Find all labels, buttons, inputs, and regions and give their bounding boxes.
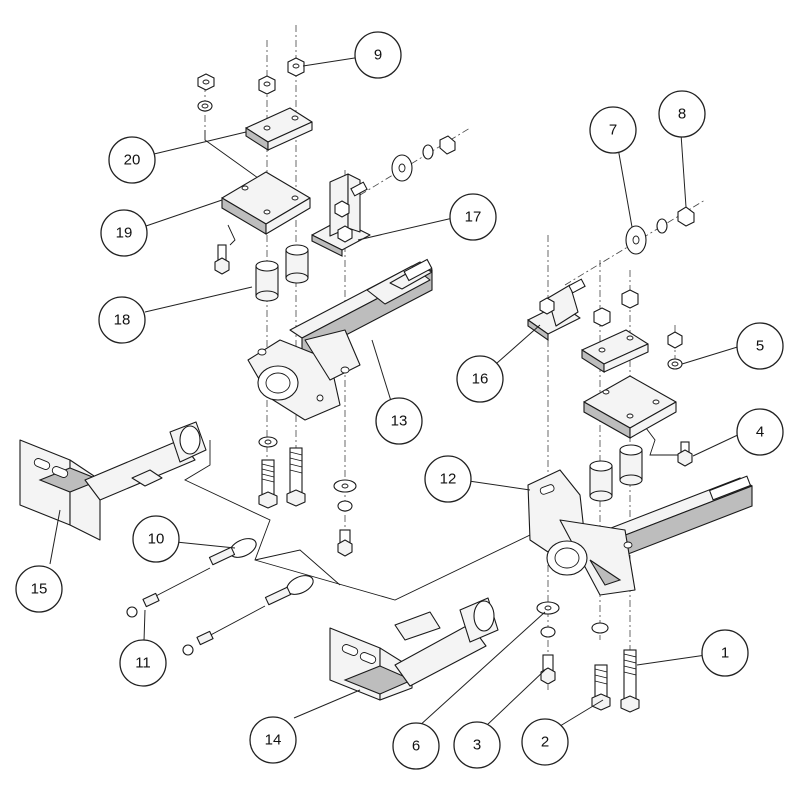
callout-13: 13 [375,397,423,445]
callout-label: 20 [124,152,141,169]
callout-8: 8 [658,90,706,138]
callout-label: 8 [678,106,686,123]
callout-label: 9 [374,47,382,64]
lock-washer-left-upper [422,144,434,160]
washer-6 [536,601,560,615]
callout-label: 12 [440,471,457,488]
small-bolt-left [214,244,230,275]
flat-washer-7 [625,225,647,255]
callout-12: 12 [424,455,472,503]
callout-label: 14 [265,732,282,749]
leader-lines [49,56,745,744]
callout-label: 6 [412,738,420,755]
callout-label: 3 [473,737,481,754]
hex-nut-center [258,75,276,95]
callout-label: 17 [465,209,482,226]
lock-washer-center-lower [337,500,353,512]
angle-bracket-17 [311,173,371,257]
callout-17: 17 [449,193,497,241]
top-plate-right [581,329,649,374]
hex-nut-9 [287,57,305,77]
bolt-left-a [258,459,278,509]
spacer-right-a [589,460,613,502]
spacer-18b [285,244,309,284]
hex-nut-8 [677,206,695,227]
callout-label: 16 [472,371,489,388]
lock-washer-right-lower-b [591,622,609,634]
washer-center-lower-a [333,479,357,493]
callout-19: 19 [100,209,148,257]
spacer-right-b [619,444,643,486]
lock-washer-right-lower [540,626,556,638]
clamp-body-left [247,329,361,421]
hex-nut-right-a [593,307,611,327]
callout-11: 11 [119,639,167,687]
callout-10: 10 [132,515,180,563]
lock-washer-right-upper [656,218,668,234]
bolt-2 [591,664,611,711]
callout-15: 15 [15,565,63,613]
callout-4: 4 [736,408,784,456]
callout-5: 5 [736,322,784,370]
callout-label: 13 [391,413,408,430]
callout-6: 6 [392,722,440,770]
lock-washer-5 [667,358,683,370]
callout-label: 11 [135,655,151,672]
callout-label: 5 [756,338,764,355]
clamp-body-right [527,469,636,596]
callout-16: 16 [456,355,504,403]
callout-label: 18 [114,312,131,329]
callout-label: 4 [756,424,764,441]
lock-washer-top-left [197,100,213,112]
callout-label: 2 [541,734,549,751]
callout-7: 7 [589,106,637,154]
bolt-left-b [286,447,306,507]
small-bolt-center-lower [337,529,353,557]
hex-nut-right-b [621,289,639,309]
callout-20: 20 [108,136,156,184]
hex-nut-left-upper [439,135,456,155]
callout-label: 1 [721,645,729,662]
spacer-18a [255,260,279,302]
small-bolt-4 [677,441,693,467]
callout-9: 9 [354,31,402,79]
top-plate-20 [245,107,313,152]
washer-left-lower [258,436,278,448]
angle-bracket-16 [527,278,586,342]
tow-bracket-15 [19,421,207,541]
tow-bracket-14 [329,597,499,701]
hex-nut-top-left [197,73,215,91]
callout-3: 3 [453,721,501,769]
small-bolt-3 [540,654,556,685]
callout-label: 7 [609,122,617,139]
callout-2: 2 [521,718,569,766]
bolt-1 [620,649,640,713]
flat-washer-left-upper [391,154,413,182]
callout-1: 1 [701,629,749,677]
callout-label: 19 [116,225,133,242]
hex-nut-5 [667,331,683,349]
callout-label: 10 [148,531,165,548]
lanyard-cable-right [182,575,314,656]
lanyard-routing-lines [184,440,541,601]
mounting-plate-right [583,375,677,439]
mounting-plate-19 [221,171,311,235]
callout-14: 14 [249,716,297,764]
lanyard-cable-left [126,538,257,618]
callout-18: 18 [98,296,146,344]
callout-label: 15 [31,581,48,598]
